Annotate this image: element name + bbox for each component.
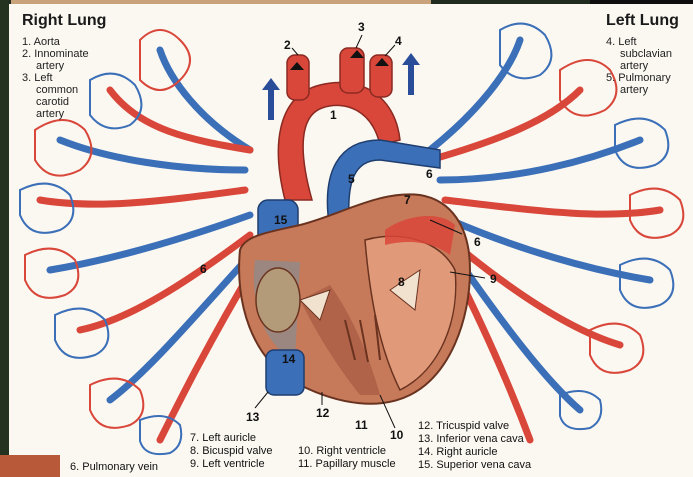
left-lung-title: Left Lung	[606, 12, 679, 30]
label-6-upper: 6	[426, 167, 433, 181]
label-9: 9	[490, 272, 497, 286]
legend-item: 9. Left ventricle	[190, 458, 273, 471]
label-6-left: 6	[200, 262, 207, 276]
right-auricle-chamber	[256, 268, 300, 332]
left-lung-item: artery	[606, 60, 672, 72]
innominate-artery	[287, 55, 309, 100]
label-8: 8	[398, 275, 405, 289]
right-lung-item: artery	[22, 108, 89, 120]
right-lung-item: 2. Innominate	[22, 48, 89, 60]
legend-column-1: 7. Left auricle 8. Bicuspid valve 9. Lef…	[190, 432, 273, 471]
label-14: 14	[282, 352, 295, 366]
label-13: 13	[246, 410, 259, 424]
label-10: 10	[390, 428, 403, 442]
left-lung-item: 4. Left	[606, 36, 672, 48]
label-6-right: 6	[474, 235, 481, 249]
label-4: 4	[395, 34, 402, 48]
legend-column-3: 12. Tricuspid valve 13. Inferior vena ca…	[418, 420, 531, 472]
legend-pulmonary-vein: 6. Pulmonary vein	[70, 461, 158, 474]
legend-item: 15. Superior vena cava	[418, 459, 531, 472]
right-lung-title: Right Lung	[22, 12, 106, 30]
left-lung-item: artery	[606, 84, 672, 96]
label-1: 1	[330, 108, 337, 122]
legend-item: 10. Right ventricle	[298, 445, 396, 458]
legend-item: 13. Inferior vena cava	[418, 433, 531, 446]
legend-item: 12. Tricuspid valve	[418, 420, 531, 433]
label-5: 5	[348, 172, 355, 186]
right-lung-item: 1. Aorta	[22, 36, 89, 48]
legend-column-2: 10. Right ventricle 11. Papillary muscle	[298, 445, 396, 471]
left-lung-item: subclavian	[606, 48, 672, 60]
label-11: 11	[355, 418, 368, 432]
right-lung-item: artery	[22, 60, 89, 72]
right-lung-list: 1. Aorta 2. Innominate artery 3. Left co…	[22, 36, 89, 120]
legend-item: 7. Left auricle	[190, 432, 273, 445]
label-15: 15	[274, 213, 287, 227]
label-12: 12	[316, 406, 329, 420]
legend-item: 8. Bicuspid valve	[190, 445, 273, 458]
label-3: 3	[358, 20, 365, 34]
right-lung-item: 3. Left	[22, 72, 89, 84]
left-lung-list: 4. Left subclavian artery 5. Pulmonary a…	[606, 36, 672, 96]
right-lung-item: carotid	[22, 96, 89, 108]
legend-item: 14. Right auricle	[418, 446, 531, 459]
right-lung-item: common	[22, 84, 89, 96]
label-2: 2	[284, 38, 291, 52]
left-lung-item: 5. Pulmonary	[606, 72, 672, 84]
legend-item: 11. Papillary muscle	[298, 458, 396, 471]
label-7: 7	[404, 193, 411, 207]
